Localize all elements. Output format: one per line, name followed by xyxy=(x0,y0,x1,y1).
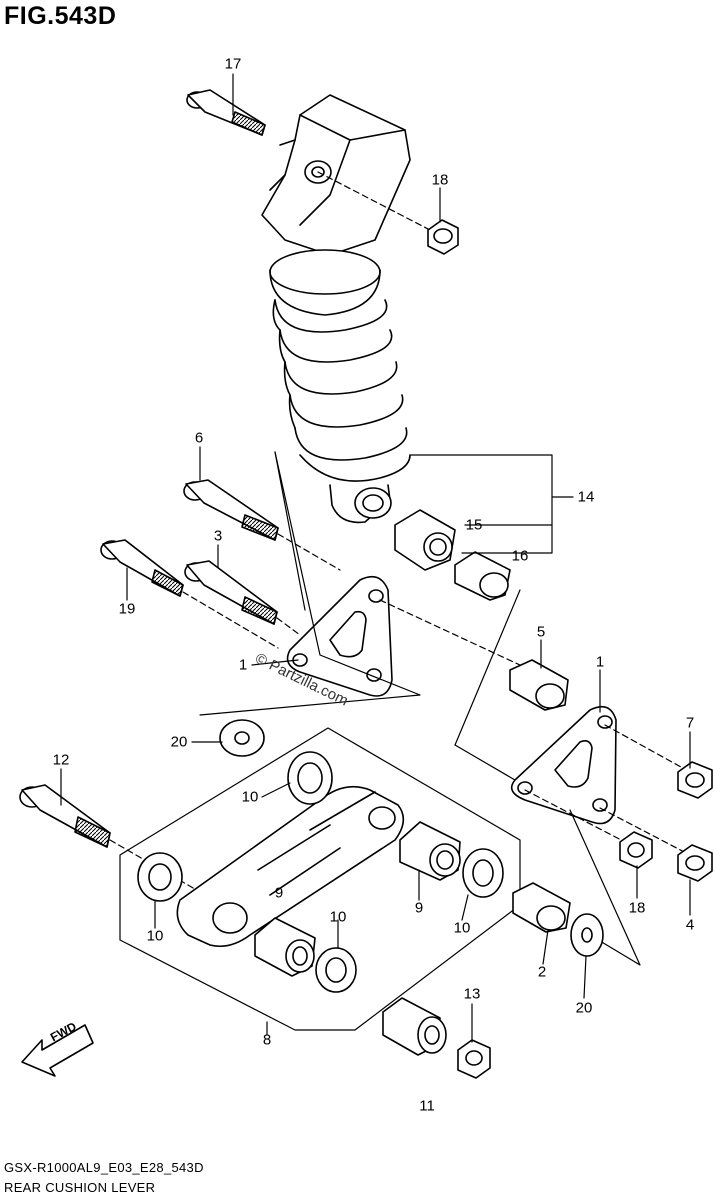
callout-leader-lines xyxy=(60,73,691,1043)
washer-20-left xyxy=(219,719,265,757)
callout-15: 15 xyxy=(465,516,483,534)
callout-9-lever: 9 xyxy=(274,884,284,902)
callout-13: 13 xyxy=(463,985,481,1003)
bearing-15 xyxy=(394,509,456,571)
diagram-caption: REAR CUSHION LEVER xyxy=(4,1180,156,1195)
nut-13 xyxy=(457,1039,491,1079)
callout-19: 19 xyxy=(118,600,136,618)
callout-3: 3 xyxy=(213,527,223,545)
callout-14: 14 xyxy=(577,488,595,506)
bearing-9-lower xyxy=(254,917,316,977)
callout-11: 11 xyxy=(419,1097,435,1115)
nut-18-upper xyxy=(427,219,459,255)
callout-1-right: 1 xyxy=(595,653,605,671)
callout-4: 4 xyxy=(685,916,695,934)
callout-6: 6 xyxy=(194,429,204,447)
callout-8: 8 xyxy=(262,1031,272,1049)
callout-20-right: 20 xyxy=(575,999,593,1017)
callout-2: 2 xyxy=(537,963,547,981)
callout-16: 16 xyxy=(511,547,529,565)
callout-10-right: 10 xyxy=(453,919,471,937)
bolt-3 xyxy=(184,560,278,625)
callout-5: 5 xyxy=(536,623,546,641)
bearing-10-top xyxy=(287,751,333,805)
spacer-16 xyxy=(454,551,511,601)
nut-18-lower xyxy=(619,831,653,869)
forward-arrow-icon xyxy=(21,1024,94,1077)
callout-17: 17 xyxy=(224,55,242,73)
washer-20-right xyxy=(570,913,604,957)
spacer-2 xyxy=(512,882,571,933)
bearing-10-left xyxy=(137,852,183,902)
bolt-19 xyxy=(100,539,184,597)
cushion-lever-assy-outline xyxy=(119,727,521,1031)
sleeve-11 xyxy=(382,997,447,1056)
callout-7: 7 xyxy=(685,714,695,732)
spacer-5 xyxy=(509,659,569,711)
callout-18-upper: 18 xyxy=(431,171,449,189)
model-code: GSX-R1000AL9_E03_E28_543D xyxy=(4,1160,204,1175)
callout-18-lower: 18 xyxy=(628,899,646,917)
callout-10-lower: 10 xyxy=(329,908,347,926)
callout-9-bearing: 9 xyxy=(414,899,424,917)
cushion-rod-plate-right xyxy=(510,705,617,825)
bolt-12 xyxy=(19,784,111,848)
bearing-10-lower xyxy=(315,947,357,993)
cushion-lever-9 xyxy=(176,785,405,948)
bolt-6 xyxy=(183,479,279,541)
nut-7 xyxy=(677,761,713,799)
figure-title: FIG.543D xyxy=(4,2,117,30)
callout-12: 12 xyxy=(52,751,70,769)
cushion-rod-plate-left xyxy=(286,575,393,697)
callout-20-left: 20 xyxy=(170,733,188,751)
bolt-17 xyxy=(186,89,266,136)
callout-10-top: 10 xyxy=(241,788,259,806)
callout-1-left: 1 xyxy=(238,656,248,674)
bearing-9-right xyxy=(399,821,461,881)
bearing-10-right xyxy=(462,848,504,898)
callout-10-left: 10 xyxy=(146,927,164,945)
rear-shock-absorber xyxy=(261,94,411,524)
nut-4 xyxy=(677,844,713,882)
